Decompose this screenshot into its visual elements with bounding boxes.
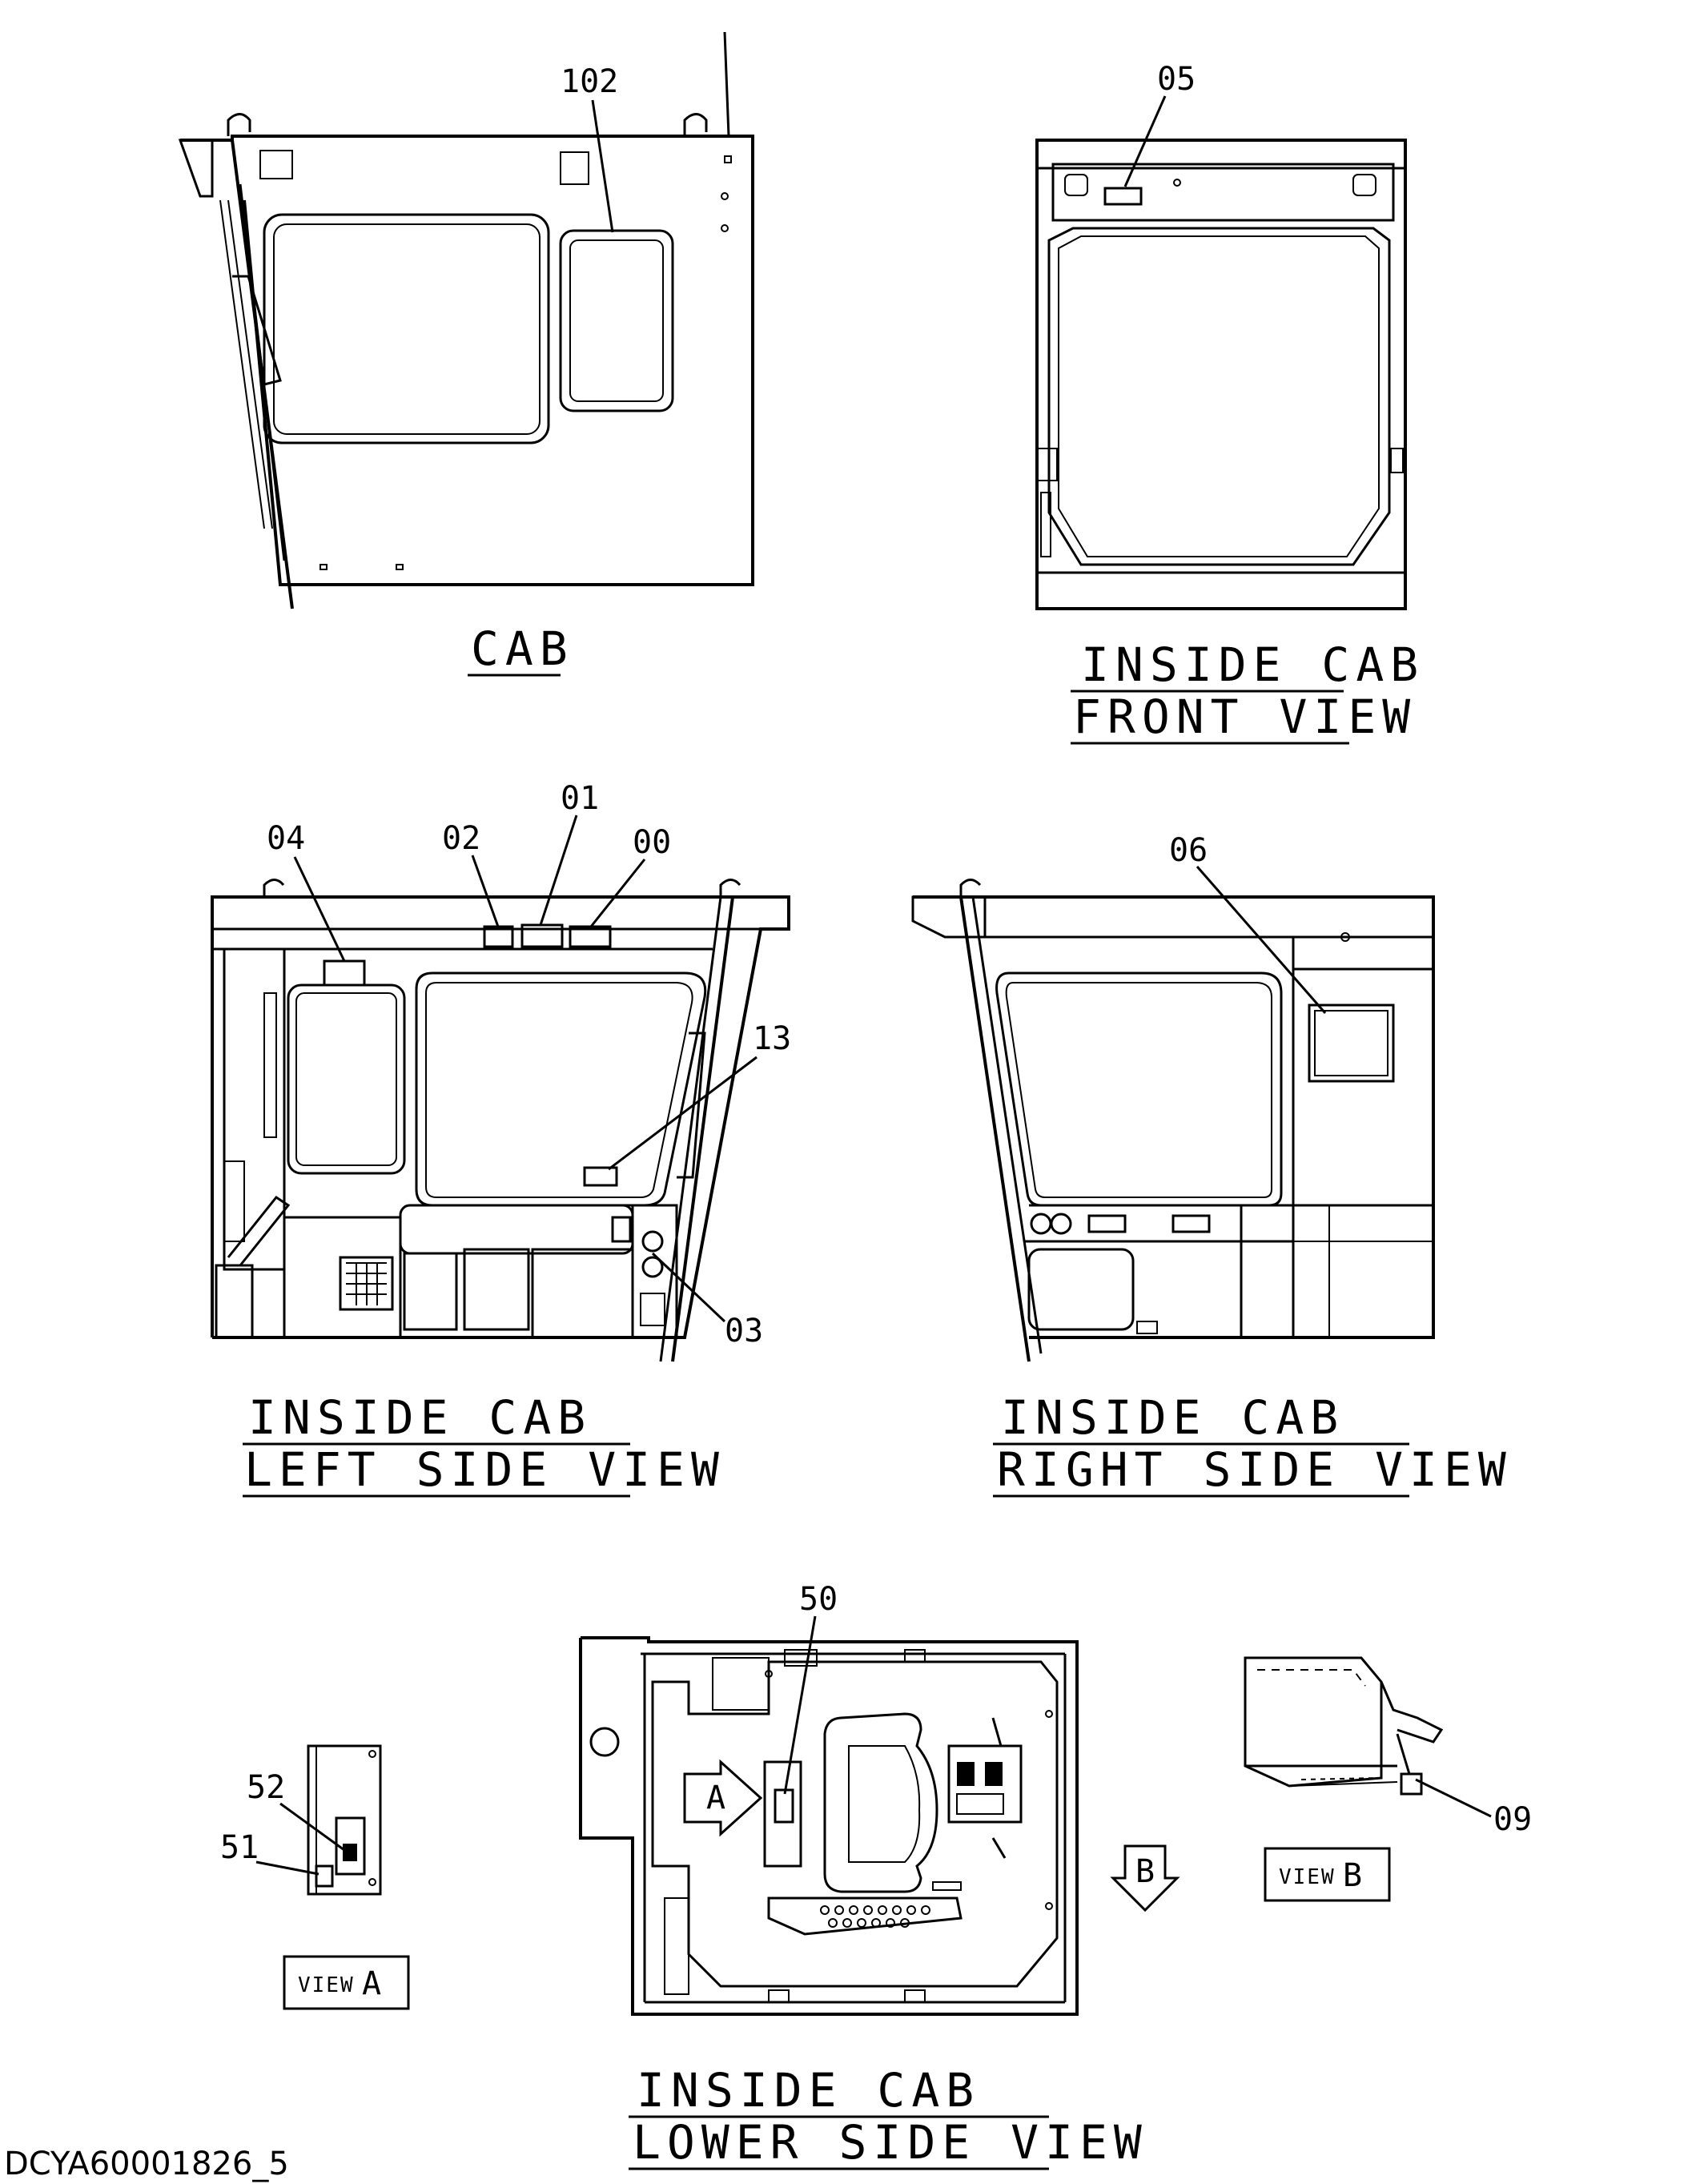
leader-00 bbox=[589, 859, 646, 927]
decal-06 bbox=[1308, 1004, 1395, 1083]
callout-05: 05 bbox=[1157, 61, 1196, 98]
callout-13: 13 bbox=[753, 1020, 791, 1057]
lower-side-view: A bbox=[579, 1636, 1079, 2016]
caption-front-line-1: INSIDE CAB bbox=[1081, 638, 1425, 692]
decal-04 bbox=[323, 959, 366, 987]
arrow-b bbox=[1110, 1844, 1180, 1913]
leader-03 bbox=[651, 1252, 726, 1323]
decal-09 bbox=[1400, 1772, 1423, 1796]
control-panel-holes bbox=[820, 1905, 930, 1928]
view-b-letter: B bbox=[1343, 1857, 1362, 1894]
caption-right-line-1: INSIDE CAB bbox=[1001, 1390, 1344, 1445]
view-a-label-box bbox=[283, 1955, 410, 2010]
leader-09 bbox=[1415, 1778, 1492, 1818]
callout-102: 102 bbox=[561, 63, 618, 100]
leader-06 bbox=[1196, 866, 1327, 1014]
caption-right-line-2: RIGHT SIDE VIEW bbox=[997, 1442, 1513, 1497]
callout-01: 01 bbox=[561, 780, 599, 817]
leader-04 bbox=[293, 856, 346, 962]
view-a-detail bbox=[307, 1744, 382, 1896]
callout-04: 04 bbox=[267, 820, 305, 857]
decal-01 bbox=[520, 923, 564, 948]
callout-09: 09 bbox=[1493, 1801, 1532, 1838]
leader-05 bbox=[1123, 95, 1167, 187]
decal-51 bbox=[315, 1864, 334, 1888]
cab-exterior-view bbox=[178, 31, 754, 609]
caption-front-line-2: FRONT VIEW bbox=[1073, 690, 1417, 744]
arrow-b-letter: B bbox=[1135, 1853, 1155, 1890]
view-a-letter: A bbox=[362, 1965, 381, 2002]
front-view bbox=[1035, 139, 1407, 610]
leader-102 bbox=[591, 99, 614, 233]
callout-51: 51 bbox=[220, 1829, 259, 1866]
decal-13 bbox=[583, 1166, 618, 1187]
callout-03: 03 bbox=[725, 1313, 763, 1349]
callout-02: 02 bbox=[442, 820, 480, 857]
caption-lower-line-1: INSIDE CAB bbox=[637, 2063, 980, 2118]
caption-left-line-1: INSIDE CAB bbox=[248, 1390, 592, 1445]
caption-left-line-2: LEFT SIDE VIEW bbox=[244, 1442, 725, 1497]
view-a-word: VIEW bbox=[298, 1973, 355, 1997]
decal-05 bbox=[1103, 187, 1143, 206]
callout-06: 06 bbox=[1169, 832, 1208, 869]
view-b-word: VIEW bbox=[1279, 1865, 1336, 1889]
callout-00: 00 bbox=[633, 824, 671, 861]
leader-50 bbox=[783, 1615, 817, 1795]
callout-52: 52 bbox=[247, 1769, 285, 1806]
decal-50 bbox=[774, 1788, 794, 1824]
right-side-view bbox=[911, 879, 1435, 1362]
caption-lower-line-2: LOWER SIDE VIEW bbox=[633, 2115, 1148, 2170]
view-b-detail bbox=[1244, 1656, 1444, 1796]
leader-51 bbox=[255, 1860, 319, 1876]
arrow-a-letter: A bbox=[706, 1780, 725, 1816]
callout-50: 50 bbox=[799, 1581, 838, 1618]
decal-00 bbox=[569, 925, 612, 948]
drawing-code: DCYA60001826_5 bbox=[4, 2146, 289, 2182]
decal-02 bbox=[483, 925, 514, 948]
left-side-view bbox=[211, 879, 790, 1362]
leader-13 bbox=[608, 1056, 758, 1171]
caption-cab: CAB bbox=[471, 621, 574, 676]
leader-52 bbox=[279, 1802, 345, 1852]
view-b-label-box bbox=[1264, 1847, 1391, 1902]
leader-02 bbox=[471, 855, 500, 927]
leader-01 bbox=[539, 814, 578, 926]
